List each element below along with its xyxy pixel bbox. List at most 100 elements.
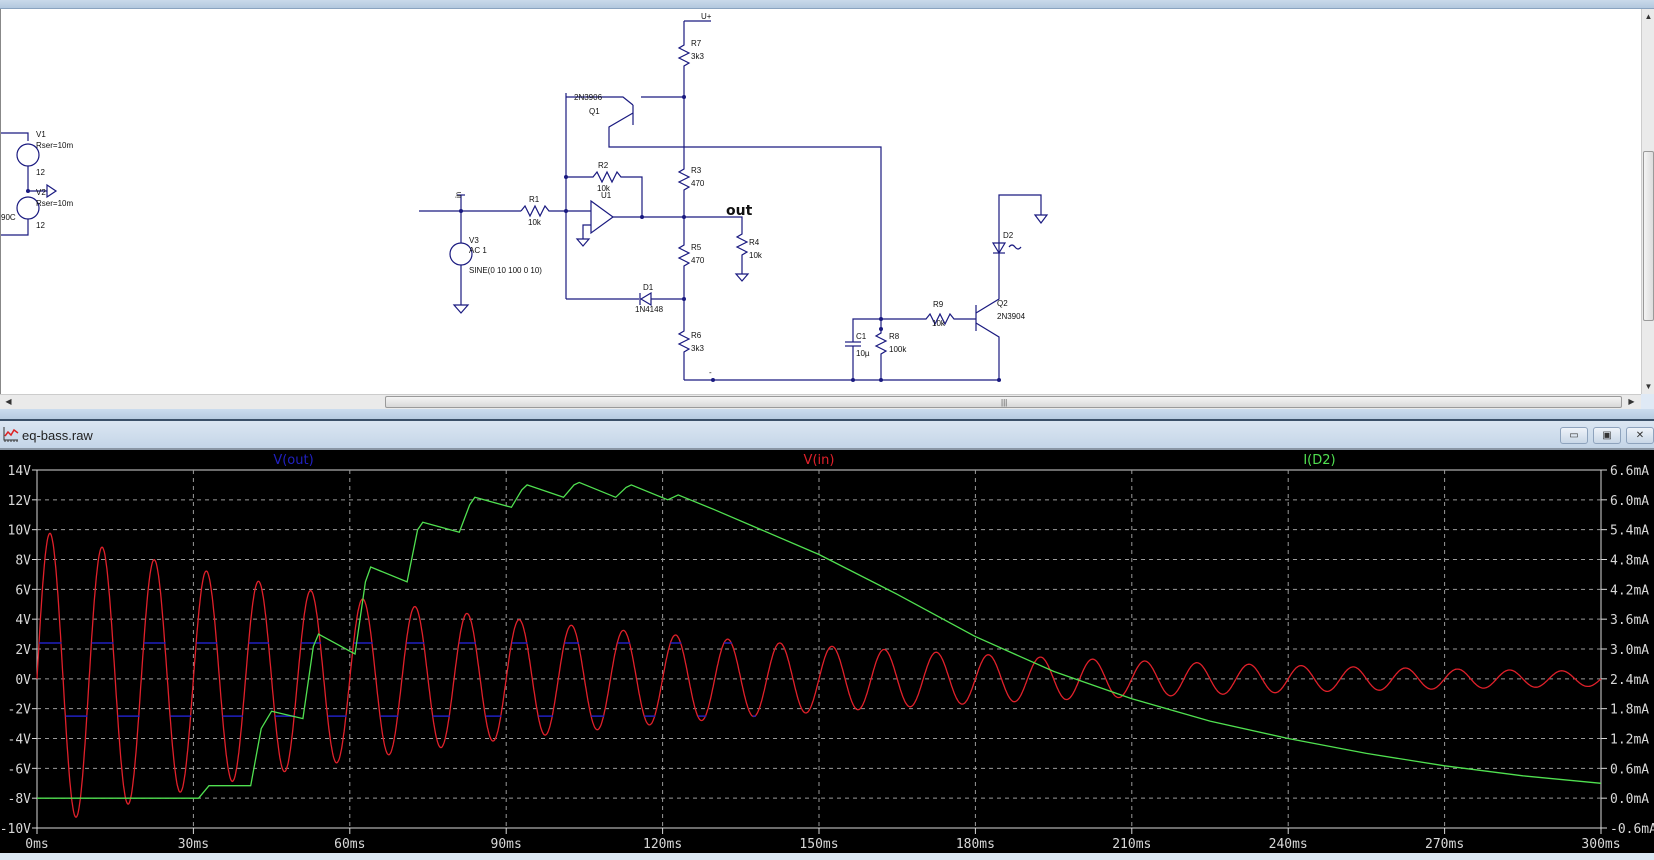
- minimize-button[interactable]: ▭: [1560, 427, 1588, 444]
- label-c1-value: 10µ: [856, 349, 870, 358]
- net-label-vminus: -: [709, 368, 712, 377]
- scroll-down-arrow-icon[interactable]: ▼: [1644, 382, 1653, 391]
- x-tick-label: 270ms: [1425, 837, 1464, 852]
- label-u1-ref: U1: [601, 191, 612, 200]
- label-r9-ref: R9: [933, 300, 944, 309]
- y-right-tick-label: 1.8mA: [1610, 703, 1649, 718]
- title-bar-edge: [0, 0, 1654, 9]
- x-tick-label: 150ms: [799, 837, 838, 852]
- label-r4-ref: R4: [749, 238, 760, 247]
- y-left-tick-label: 10V: [8, 524, 32, 539]
- label-v1-ref: V1: [36, 130, 46, 139]
- waveform-window-titlebar[interactable]: eq-bass.raw ▭ ▣ ✕: [0, 421, 1654, 450]
- y-right-tick-label: 0.6mA: [1610, 762, 1649, 777]
- label-r2-value: 10k: [597, 184, 611, 193]
- minimize-icon: ▭: [1569, 430, 1579, 441]
- x-tick-label: 180ms: [956, 837, 995, 852]
- legend-vin: V(in): [804, 453, 835, 468]
- y-right-tick-label: 4.2mA: [1610, 583, 1649, 598]
- y-right-tick-label: 3.0mA: [1610, 643, 1649, 658]
- label-q2-value: 2N3904: [997, 312, 1026, 321]
- y-left-tick-label: -10V: [0, 822, 31, 837]
- schematic-horizontal-scrollbar[interactable]: ◀ ||| ▶: [0, 394, 1641, 409]
- series-v-out: [39, 642, 756, 717]
- label-r3-ref: R3: [691, 166, 702, 175]
- scroll-left-arrow-icon[interactable]: ◀: [5, 397, 12, 406]
- restore-button[interactable]: ▣: [1593, 427, 1621, 444]
- y-right-tick-label: 2.4mA: [1610, 673, 1649, 688]
- x-tick-label: 60ms: [334, 837, 365, 852]
- waveform-window-title: eq-bass.raw: [22, 428, 93, 443]
- y-left-tick-label: 2V: [15, 643, 31, 658]
- x-tick-label: 0ms: [25, 837, 48, 852]
- y-left-tick-label: 14V: [8, 464, 32, 479]
- x-tick-label: 300ms: [1581, 837, 1620, 852]
- waveform-icon: [3, 427, 19, 442]
- bottom-edge: [0, 853, 1654, 860]
- label-r4-value: 10k: [749, 251, 763, 260]
- label-r6-ref: R6: [691, 331, 702, 340]
- x-tick-label: 120ms: [643, 837, 682, 852]
- label-q2-ref: Q2: [997, 299, 1008, 308]
- net-label-vplus: U+: [701, 12, 712, 21]
- label-r3-value: 470: [691, 179, 705, 188]
- label-partial: 90C: [1, 213, 16, 222]
- y-left-tick-label: 4V: [15, 613, 31, 628]
- schematic-canvas[interactable]: V1 Rser=10m 12 V2 Rser=10m 12 90C V3 AC …: [0, 9, 1642, 394]
- waveform-plot[interactable]: 14V 6.6mA 12V 6.0mA 10V 5.4mA 8V 4.8mA 6V 4.2mA 4V…: [0, 450, 1654, 853]
- label-q1-ref: Q1: [589, 107, 600, 116]
- label-v1-param: Rser=10m: [36, 141, 73, 150]
- y-right-tick-label: 6.6mA: [1610, 464, 1649, 479]
- y-left-tick-label: -2V: [8, 703, 32, 718]
- label-r9-value: 10k: [932, 319, 946, 328]
- schematic-drawing: V1 Rser=10m 12 V2 Rser=10m 12 90C V3 AC …: [1, 12, 1049, 382]
- x-tick-label: 30ms: [178, 837, 209, 852]
- vertical-scroll-thumb[interactable]: [1643, 151, 1654, 321]
- series-v-in: [36, 532, 1602, 818]
- y-right-tick-label: 1.2mA: [1610, 733, 1649, 748]
- label-d2-ref: D2: [1003, 231, 1014, 240]
- series-i-d2: [37, 481, 1602, 799]
- label-v3-value: AC 1: [469, 246, 487, 255]
- y-left-tick-label: -6V: [8, 762, 32, 777]
- scroll-right-arrow-icon[interactable]: ▶: [1628, 397, 1635, 406]
- schematic-vertical-scrollbar[interactable]: ▲ ▼: [1641, 9, 1654, 394]
- close-icon: ✕: [1635, 430, 1645, 441]
- label-c1-ref: C1: [856, 332, 867, 341]
- label-v2-param: Rser=10m: [36, 199, 73, 208]
- scroll-up-arrow-icon[interactable]: ▲: [1644, 12, 1653, 21]
- label-d1-value: 1N4148: [635, 305, 664, 314]
- y-right-tick-label: 4.8mA: [1610, 554, 1649, 569]
- y-right-tick-label: 5.4mA: [1610, 524, 1649, 539]
- y-left-tick-label: -8V: [8, 792, 32, 807]
- label-r5-ref: R5: [691, 243, 702, 252]
- y-left-tick-label: 12V: [8, 494, 32, 509]
- x-tick-label: 210ms: [1112, 837, 1151, 852]
- label-v3-param: SINE(0 10 100 0 10): [469, 266, 542, 275]
- label-v2-value: 12: [36, 221, 45, 230]
- y-left-tick-label: 0V: [15, 673, 31, 688]
- y-left-tick-label: 6V: [15, 583, 31, 598]
- label-v2-ref: V2: [36, 188, 46, 197]
- grip-icon: |||: [1001, 398, 1008, 407]
- y-right-tick-label: 6.0mA: [1610, 494, 1649, 509]
- y-right-tick-label: 3.6mA: [1610, 613, 1649, 628]
- horizontal-scroll-thumb[interactable]: |||: [385, 396, 1622, 408]
- legend-vout: V(out): [273, 453, 313, 468]
- y-right-tick-label: -0.6mA: [1610, 822, 1654, 837]
- label-r1-ref: R1: [529, 195, 540, 204]
- y-left-tick-label: 8V: [15, 554, 31, 569]
- label-r8-value: 100k: [889, 345, 907, 354]
- label-d1-ref: D1: [643, 283, 654, 292]
- pane-divider[interactable]: [0, 409, 1654, 421]
- net-label-out: out: [726, 203, 753, 219]
- close-button[interactable]: ✕: [1626, 427, 1654, 444]
- y-right-tick-label: 0.0mA: [1610, 792, 1649, 807]
- x-tick-label: 240ms: [1269, 837, 1308, 852]
- label-r6-value: 3k3: [691, 344, 704, 353]
- x-tick-label: 90ms: [491, 837, 522, 852]
- label-q1-value: 2N3906: [574, 93, 603, 102]
- y-left-tick-label: -4V: [8, 733, 32, 748]
- label-r5-value: 470: [691, 256, 705, 265]
- label-r2-ref: R2: [598, 161, 609, 170]
